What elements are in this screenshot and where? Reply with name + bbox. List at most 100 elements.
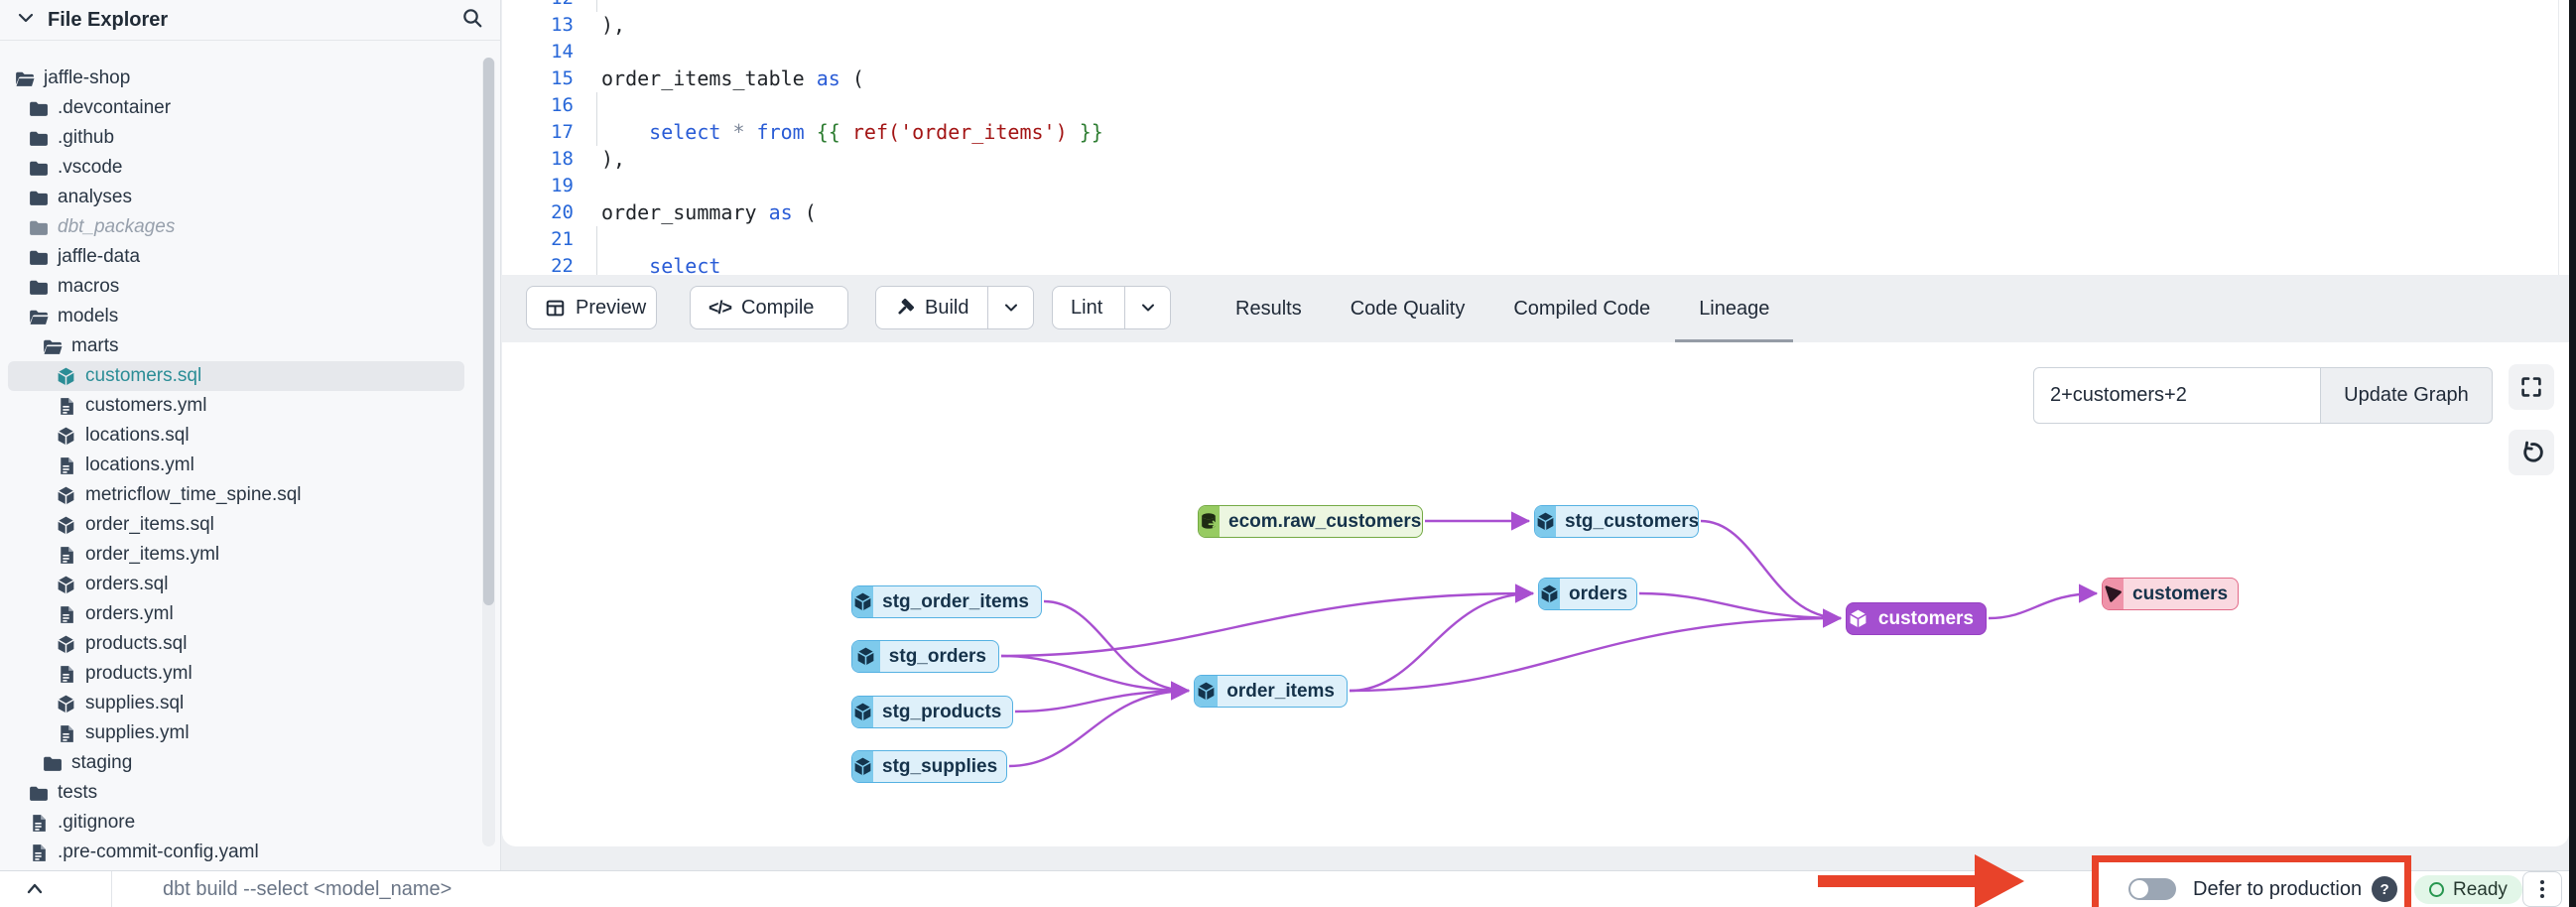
tree-item-label: .vscode <box>58 157 123 178</box>
tree-item-products-sql[interactable]: products.sql <box>8 629 464 659</box>
tree-item--github[interactable]: .github <box>8 123 464 153</box>
doc-icon <box>56 545 76 566</box>
defer-to-production-toggle[interactable] <box>2128 878 2176 900</box>
tab-lineage[interactable]: Lineage <box>1675 275 1794 342</box>
tree-item--gitignore[interactable]: .gitignore <box>8 808 464 838</box>
lineage-selector-input[interactable] <box>2033 367 2321 424</box>
lineage-selector: Update Graph <box>2033 367 2493 424</box>
question-help-icon[interactable]: ? <box>2372 876 2398 902</box>
tree-item-label: products.sql <box>85 633 188 654</box>
line-number: 19 <box>551 175 574 196</box>
lineage-node-order_items[interactable]: order_items <box>1194 675 1348 708</box>
lineage-node-raw_customers[interactable]: ecom.raw_customers <box>1198 505 1423 538</box>
lineage-node-stg_order_items[interactable]: stg_order_items <box>851 585 1042 618</box>
tree-item-jaffle-data[interactable]: jaffle-data <box>8 242 464 272</box>
model-icon <box>56 515 76 536</box>
tree-item-label: tests <box>58 782 98 803</box>
chevron-down-icon[interactable] <box>16 8 36 33</box>
node-label: stg_supplies <box>882 755 998 777</box>
fullscreen-icon[interactable] <box>2509 364 2554 410</box>
tab-compiled-code[interactable]: Compiled Code <box>1513 297 1651 320</box>
tree-item-customers-sql[interactable]: customers.sql <box>8 361 464 391</box>
database-source-icon <box>1199 506 1220 537</box>
tree-item-products-yml[interactable]: products.yml <box>8 659 464 689</box>
tree-item-order-items-yml[interactable]: order_items.yml <box>8 540 464 570</box>
file-explorer-header: File Explorer <box>0 0 500 41</box>
tree-item-label: .gitignore <box>58 812 136 833</box>
preview-button-main[interactable]: Preview <box>527 287 664 328</box>
edge-orders-to-customers_model <box>1638 591 1843 628</box>
tab-code-quality[interactable]: Code Quality <box>1350 297 1466 320</box>
tree-item-supplies-sql[interactable]: supplies.sql <box>8 689 464 718</box>
tree-item--pre-commit-config-yaml[interactable]: .pre-commit-config.yaml <box>8 838 464 867</box>
build-dropdown-chevron-icon[interactable] <box>987 287 1033 328</box>
code-line-13: 13), <box>502 12 2576 39</box>
tree-item--devcontainer[interactable]: .devcontainer <box>8 93 464 123</box>
compile-button[interactable]: </>Compile <box>690 286 848 329</box>
update-graph-button[interactable]: Update Graph <box>2321 367 2493 424</box>
tree-item-metricflow-time-spine-sql[interactable]: metricflow_time_spine.sql <box>8 480 464 510</box>
cube-icon <box>1539 579 1560 609</box>
model-icon <box>56 694 76 714</box>
line-number: 14 <box>551 41 574 63</box>
lineage-node-orders[interactable]: orders <box>1538 578 1637 610</box>
tree-item-orders-sql[interactable]: orders.sql <box>8 570 464 599</box>
scrollbar-thumb[interactable] <box>483 58 494 605</box>
model-icon <box>56 634 76 655</box>
defer-to-production-label: Defer to production <box>2193 877 2363 900</box>
tree-item-marts[interactable]: marts <box>8 331 464 361</box>
folder-open-icon <box>42 336 63 357</box>
tab-results[interactable]: Results <box>1235 297 1302 320</box>
lineage-node-customers_exposure[interactable]: customers <box>2102 578 2239 610</box>
tree-item-dbt-packages[interactable]: dbt_packages <box>8 212 464 242</box>
tree-item-models[interactable]: models <box>8 302 464 331</box>
tree-item-locations-sql[interactable]: locations.sql <box>8 421 464 451</box>
tree-item-staging[interactable]: staging <box>8 748 464 778</box>
chevron-up-icon[interactable] <box>24 879 46 904</box>
kebab-menu-icon[interactable] <box>2522 871 2562 907</box>
tree-item-supplies-yml[interactable]: supplies.yml <box>8 718 464 748</box>
folder-icon <box>28 247 49 268</box>
result-tabs: Results Code Quality Compiled Code Lineage <box>1235 275 1794 342</box>
edge-customers_model-to-customers_exposure <box>1988 583 2099 620</box>
indent-guide <box>596 0 597 12</box>
lint-button[interactable]: Lint <box>1052 286 1171 329</box>
build-button-main[interactable]: Build <box>876 287 987 328</box>
model-icon <box>56 575 76 595</box>
status-circle-icon <box>2429 882 2444 897</box>
lint-button-main[interactable]: Lint <box>1053 287 1124 328</box>
line-number: 21 <box>551 228 574 250</box>
lint-dropdown-chevron-icon[interactable] <box>1124 287 1170 328</box>
lineage-node-stg_orders[interactable]: stg_orders <box>851 640 999 673</box>
tree-item-tests[interactable]: tests <box>8 778 464 808</box>
tree-item-jaffle-shop[interactable]: jaffle-shop <box>8 64 464 93</box>
cube-icon <box>1535 506 1556 537</box>
code-slash-icon: </> <box>708 297 732 318</box>
compile-button-main[interactable]: </>Compile <box>691 287 847 328</box>
tree-item-customers-yml[interactable]: customers.yml <box>8 391 464 421</box>
edge-order_items-to-customers_model <box>1349 608 1843 693</box>
tree-item-order-items-sql[interactable]: order_items.sql <box>8 510 464 540</box>
command-input[interactable] <box>139 871 1627 907</box>
build-button[interactable]: Build <box>875 286 1034 329</box>
editor-toolbar: Preview </>Compile Build Lint Results Code Q… <box>502 275 2576 342</box>
tree-item-macros[interactable]: macros <box>8 272 464 302</box>
lineage-node-stg_products[interactable]: stg_products <box>851 696 1013 728</box>
line-number: 12 <box>502 0 574 12</box>
search-icon[interactable] <box>460 6 484 35</box>
tree-item-orders-yml[interactable]: orders.yml <box>8 599 464 629</box>
tree-item-analyses[interactable]: analyses <box>8 183 464 212</box>
tree-item--vscode[interactable]: .vscode <box>8 153 464 183</box>
sidebar-scrollbar[interactable] <box>482 58 495 846</box>
line-number: 17 <box>551 121 574 143</box>
lineage-node-stg_supplies[interactable]: stg_supplies <box>851 750 1007 783</box>
lineage-node-customers_model[interactable]: customers <box>1846 602 1987 635</box>
command-bar-divider <box>111 871 112 907</box>
doc-icon <box>28 842 49 863</box>
line-number: 20 <box>551 201 574 223</box>
refresh-icon[interactable] <box>2509 430 2554 475</box>
preview-button[interactable]: Preview <box>526 286 657 329</box>
tree-item-locations-yml[interactable]: locations.yml <box>8 451 464 480</box>
lineage-node-stg_customers[interactable]: stg_customers <box>1534 505 1699 538</box>
